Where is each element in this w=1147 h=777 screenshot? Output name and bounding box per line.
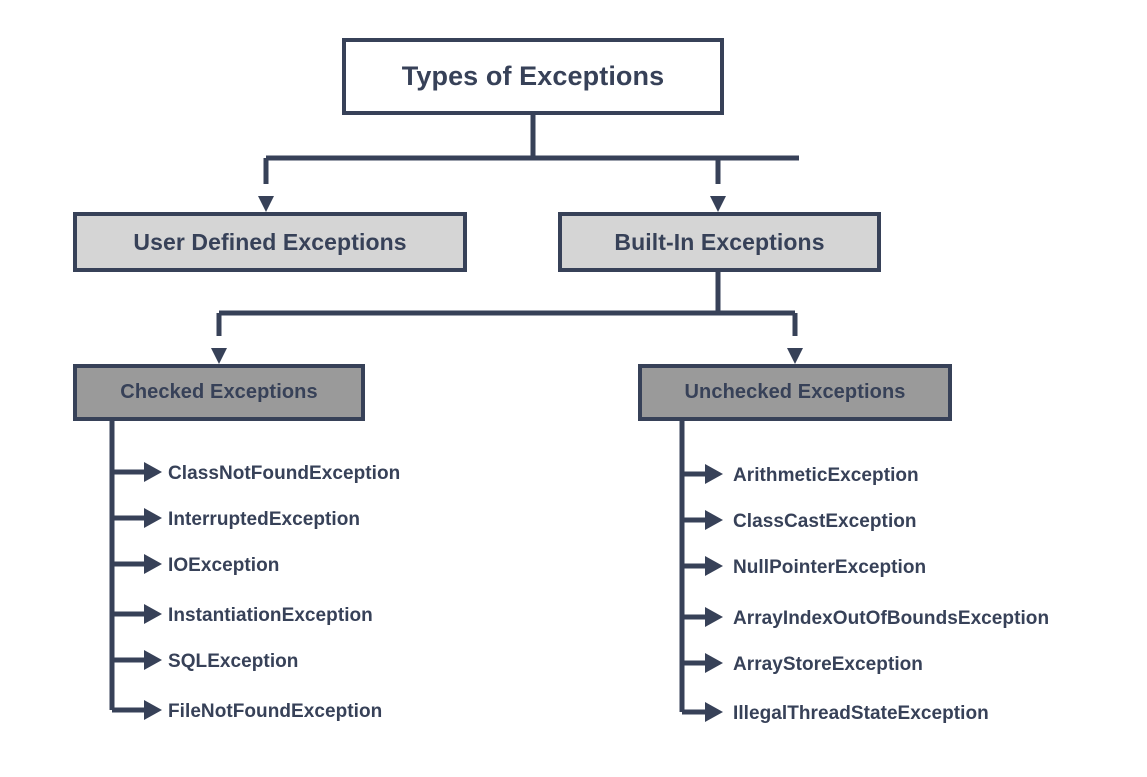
leaf-checked-6[interactable]: FileNotFoundException — [168, 701, 383, 722]
leaf-unchecked-1[interactable]: ArithmeticException — [733, 465, 919, 486]
node-label: Checked Exceptions — [120, 381, 318, 403]
node-types-of-exceptions[interactable]: Types of Exceptions — [342, 38, 724, 115]
node-label: Types of Exceptions — [401, 61, 665, 91]
leaf-unchecked-3[interactable]: NullPointerException — [733, 557, 927, 578]
leaf-unchecked-6[interactable]: IllegalThreadStateException — [733, 703, 989, 724]
connector-root-to-level2 — [258, 114, 799, 212]
node-built-in-exceptions[interactable]: Built-In Exceptions — [558, 212, 881, 272]
node-label: Built-In Exceptions — [614, 228, 825, 255]
leaf-unchecked-5[interactable]: ArrayStoreException — [733, 654, 923, 675]
leaf-checked-5[interactable]: SQLException — [168, 651, 299, 672]
node-label: Unchecked Exceptions — [684, 381, 906, 403]
connector-checked-leaves — [109, 421, 162, 720]
node-user-defined-exceptions[interactable]: User Defined Exceptions — [73, 212, 467, 272]
leaf-checked-2[interactable]: InterruptedException — [168, 509, 361, 530]
node-unchecked-exceptions[interactable]: Unchecked Exceptions — [638, 364, 952, 421]
leaf-checked-1[interactable]: ClassNotFoundException — [168, 463, 401, 484]
leaf-unchecked-2[interactable]: ClassCastException — [733, 511, 917, 532]
leaf-unchecked-4[interactable]: ArrayIndexOutOfBoundsException — [733, 608, 1050, 629]
connector-level2-to-level3 — [211, 272, 803, 364]
node-label: User Defined Exceptions — [133, 228, 407, 255]
leaf-checked-3[interactable]: IOException — [168, 555, 280, 576]
node-checked-exceptions[interactable]: Checked Exceptions — [73, 364, 365, 421]
connector-unchecked-leaves — [679, 421, 723, 722]
leaf-checked-4[interactable]: InstantiationException — [168, 605, 373, 626]
